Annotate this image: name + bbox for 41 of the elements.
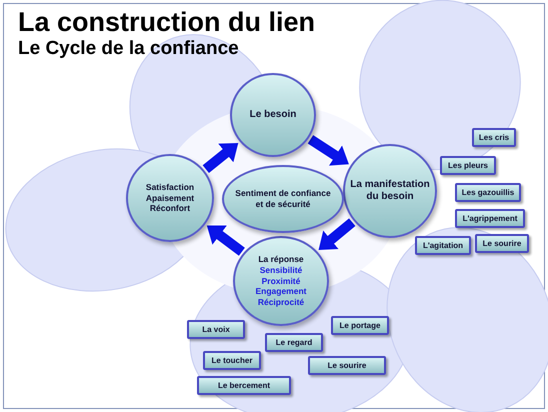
behavior-tag: [472, 128, 516, 147]
title: La construction du lien: [18, 6, 316, 39]
node-label: Le portage: [340, 320, 380, 330]
block-arrow: [202, 142, 238, 174]
behavior-tag: [455, 183, 521, 202]
node-label: Les pleurs: [448, 160, 488, 170]
node-label: Satisfaction: [144, 182, 196, 193]
behavior-tag: [197, 376, 291, 395]
node-sublabel: Apaisement: [144, 192, 196, 204]
behavior-tag: [265, 333, 323, 352]
node-label: Le sourire: [328, 360, 366, 370]
behavior-tag: [415, 236, 471, 255]
node-label: Le toucher: [212, 356, 252, 366]
behavior-tag: [203, 351, 261, 370]
node-label: L'agitation: [422, 240, 464, 250]
node-label: La réponse: [257, 254, 305, 266]
node-sublabel: Engagement: [254, 286, 308, 297]
behavior-tag: [475, 234, 529, 253]
node-sublabel: Sensibilité: [258, 265, 304, 276]
node-label: L'agrippement: [462, 214, 518, 224]
behavior-tag: [187, 320, 245, 339]
node-label: La voix: [202, 324, 230, 334]
node-label: Le regard: [276, 338, 312, 348]
behavior-tag: [308, 356, 386, 375]
node-label: La manifestation du besoin: [349, 178, 431, 204]
subtitle: Le Cycle de la confiance: [18, 37, 239, 61]
node-sublabel: Proximité: [260, 276, 302, 286]
block-arrow: [206, 226, 245, 256]
node-label: Le sourire: [482, 238, 522, 248]
node-sublabel: Réconfort: [148, 203, 192, 214]
node-label: Les cris: [478, 132, 510, 142]
behavior-tag: [455, 209, 525, 228]
node-label: Le bercement: [218, 380, 270, 390]
behavior-tag: [331, 316, 389, 335]
behavior-tag: [440, 156, 496, 175]
block-arrow: [308, 135, 349, 166]
node-label: Les gazouillis: [462, 188, 514, 198]
block-arrow: [318, 218, 356, 250]
node-label: Le besoin: [248, 108, 298, 122]
node-label: Sentiment de confiance et de sécurité: [234, 188, 332, 210]
node-sublabel: Réciprocité: [256, 296, 306, 308]
